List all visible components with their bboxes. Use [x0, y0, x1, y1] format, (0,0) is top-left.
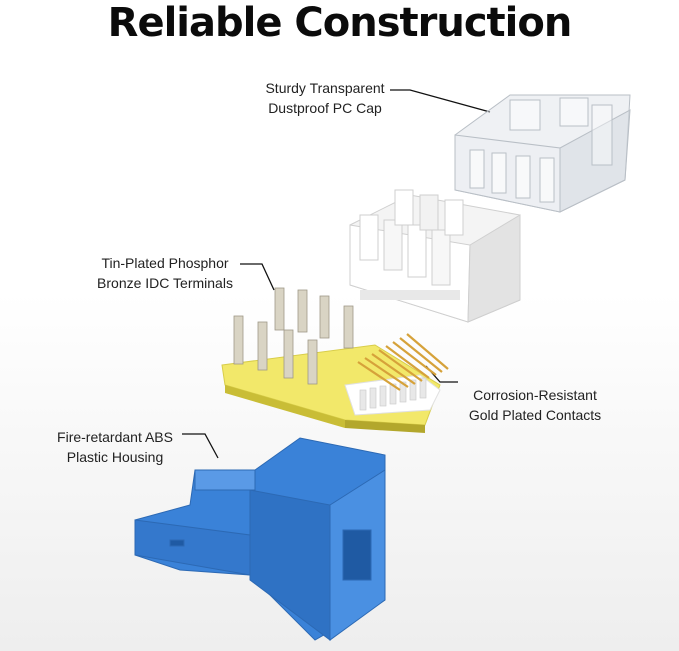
- leader-line-pc-cap: [390, 89, 491, 113]
- callout-idc-terminals-line2: Bronze IDC Terminals: [97, 275, 233, 291]
- callout-abs-housing-line2: Plastic Housing: [66, 449, 164, 465]
- page-title: Reliable Construction: [107, 0, 573, 46]
- callout-pc-cap-line2: Dustproof PC Cap: [268, 100, 382, 116]
- callout-idc-terminals: Tin-Plated Phosphor Bronze IDC Terminals: [80, 253, 250, 293]
- leader-line-idc: [240, 263, 275, 291]
- callout-abs-housing-line1: Fire-retardant ABS: [57, 429, 173, 445]
- callout-gold-contacts-line2: Gold Plated Contacts: [468, 407, 602, 423]
- white-core-shape: [349, 189, 521, 323]
- callout-abs-housing: Fire-retardant ABS Plastic Housing: [40, 427, 190, 467]
- gold-contacts-shape: [357, 333, 449, 391]
- callout-pc-cap: Sturdy Transparent Dustproof PC Cap: [250, 78, 400, 118]
- leader-line-abs: [182, 433, 219, 459]
- pcb-board-shape: [221, 344, 441, 433]
- housing-shape: [134, 437, 386, 641]
- callout-idc-terminals-line1: Tin-Plated Phosphor: [101, 255, 229, 271]
- idc-terminals-shape: [233, 287, 354, 385]
- callout-gold-contacts: Corrosion-Resistant Gold Plated Contacts: [455, 385, 615, 425]
- callout-pc-cap-line1: Sturdy Transparent: [265, 80, 385, 96]
- callout-gold-contacts-line1: Corrosion-Resistant: [473, 387, 597, 403]
- pc-cap-shape: [454, 94, 631, 213]
